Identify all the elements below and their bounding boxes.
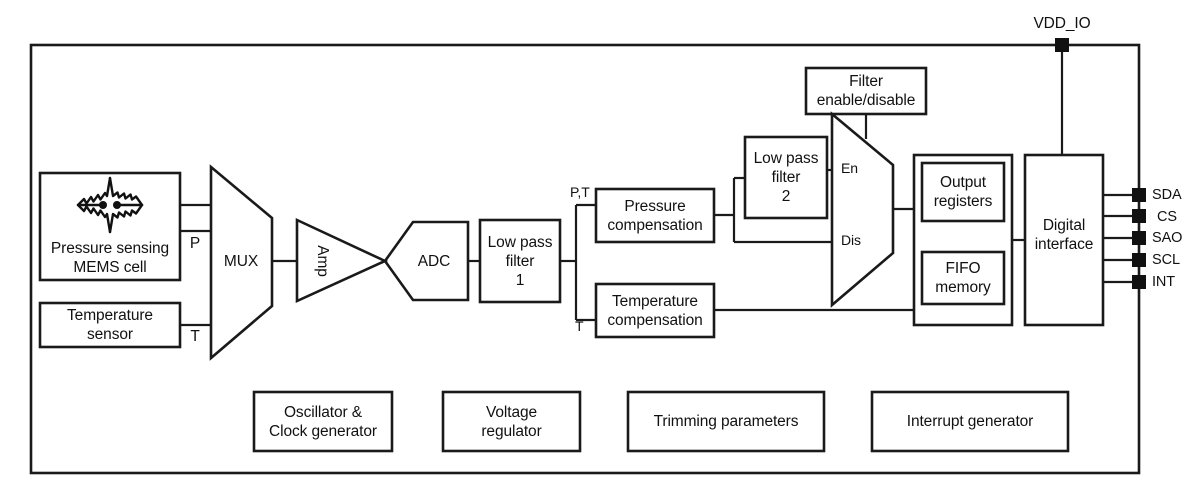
- trimming-parameters-box: [626, 390, 826, 453]
- pad-sao: [1132, 231, 1146, 245]
- mux-shape: [209, 164, 274, 361]
- pad-cs: [1132, 209, 1146, 223]
- vddio-pad: [1055, 38, 1069, 52]
- temperature-compensation-box: [594, 282, 716, 339]
- pad-sda: [1132, 188, 1146, 202]
- low-pass-filter-1-box: [478, 218, 562, 304]
- oscillator-clock-generator-box: [252, 390, 394, 453]
- adc-shape: [383, 220, 470, 302]
- temperature-sensor-box: [38, 301, 182, 349]
- pad-scl: [1132, 253, 1146, 267]
- interrupt-generator-box: [870, 390, 1070, 453]
- voltage-regulator-box: [441, 390, 582, 453]
- pad-int: [1132, 275, 1146, 289]
- digital-interface-box: [1023, 153, 1105, 327]
- fifo-memory-box: [920, 250, 1006, 306]
- filter-select-mux-shape: [830, 111, 895, 308]
- output-registers-box: [920, 161, 1006, 223]
- pressure-sensing-mems-cell-box: [38, 171, 182, 282]
- pressure-compensation-box: [594, 187, 716, 244]
- amp-shape: [295, 217, 389, 304]
- filter-enable-disable-box: [804, 66, 928, 116]
- low-pass-filter-2-box: [743, 135, 829, 220]
- wheatstone-bridge-icon: [76, 176, 144, 234]
